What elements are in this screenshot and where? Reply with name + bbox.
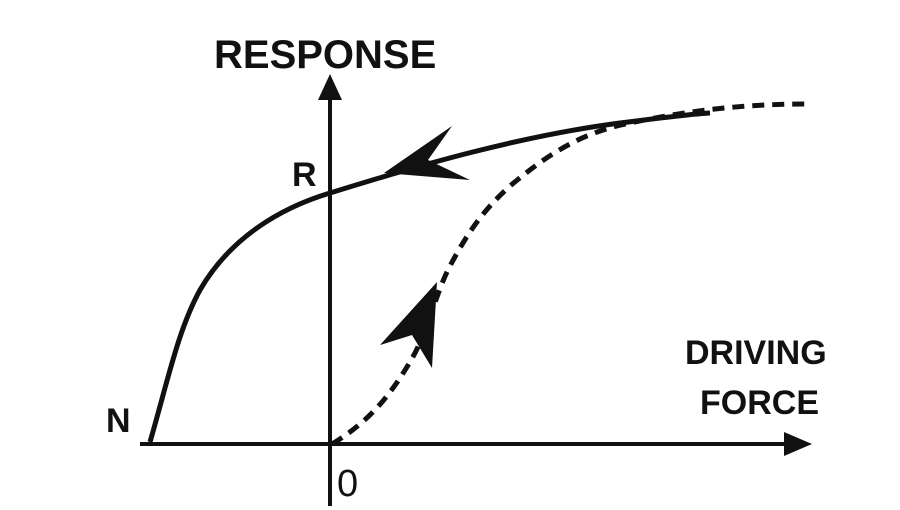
origin-label: 0 bbox=[337, 463, 358, 505]
y-axis-label: RESPONSE bbox=[214, 33, 436, 77]
solid-return-curve bbox=[147, 110, 711, 443]
x-axis-label-line1: DRIVING bbox=[685, 334, 827, 372]
dashed-initial-curve bbox=[330, 101, 809, 447]
y-axis-arrowhead bbox=[318, 74, 342, 100]
solid-curve-arrowhead bbox=[384, 126, 470, 180]
point-n-label: N bbox=[106, 402, 131, 440]
dashed-curve-arrowhead bbox=[380, 282, 437, 368]
x-axis-label-line2: FORCE bbox=[700, 384, 819, 422]
x-axis-arrowhead bbox=[784, 432, 812, 456]
point-r-label: R bbox=[292, 156, 317, 194]
